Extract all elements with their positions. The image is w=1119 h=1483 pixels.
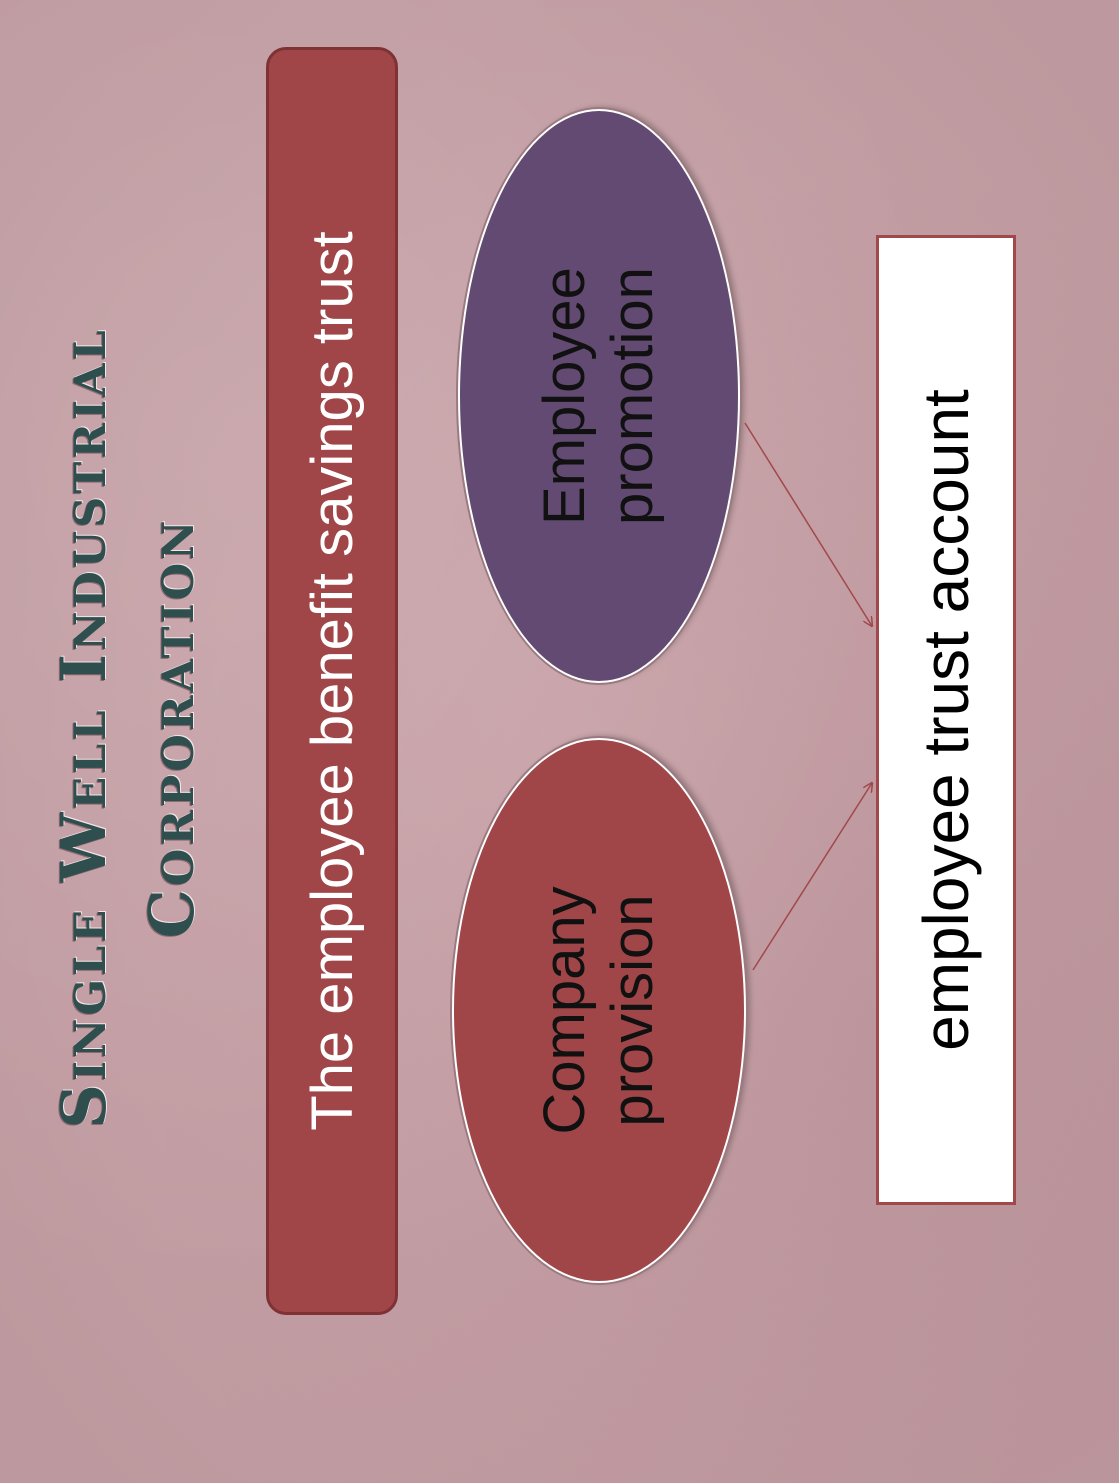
employee-to-trust-arrow [744, 422, 872, 626]
employee-trust-account-label: employee trust account [910, 389, 982, 1051]
company-to-trust-arrow [752, 783, 872, 971]
employee-trust-account-box: employee trust account [876, 235, 1016, 1205]
